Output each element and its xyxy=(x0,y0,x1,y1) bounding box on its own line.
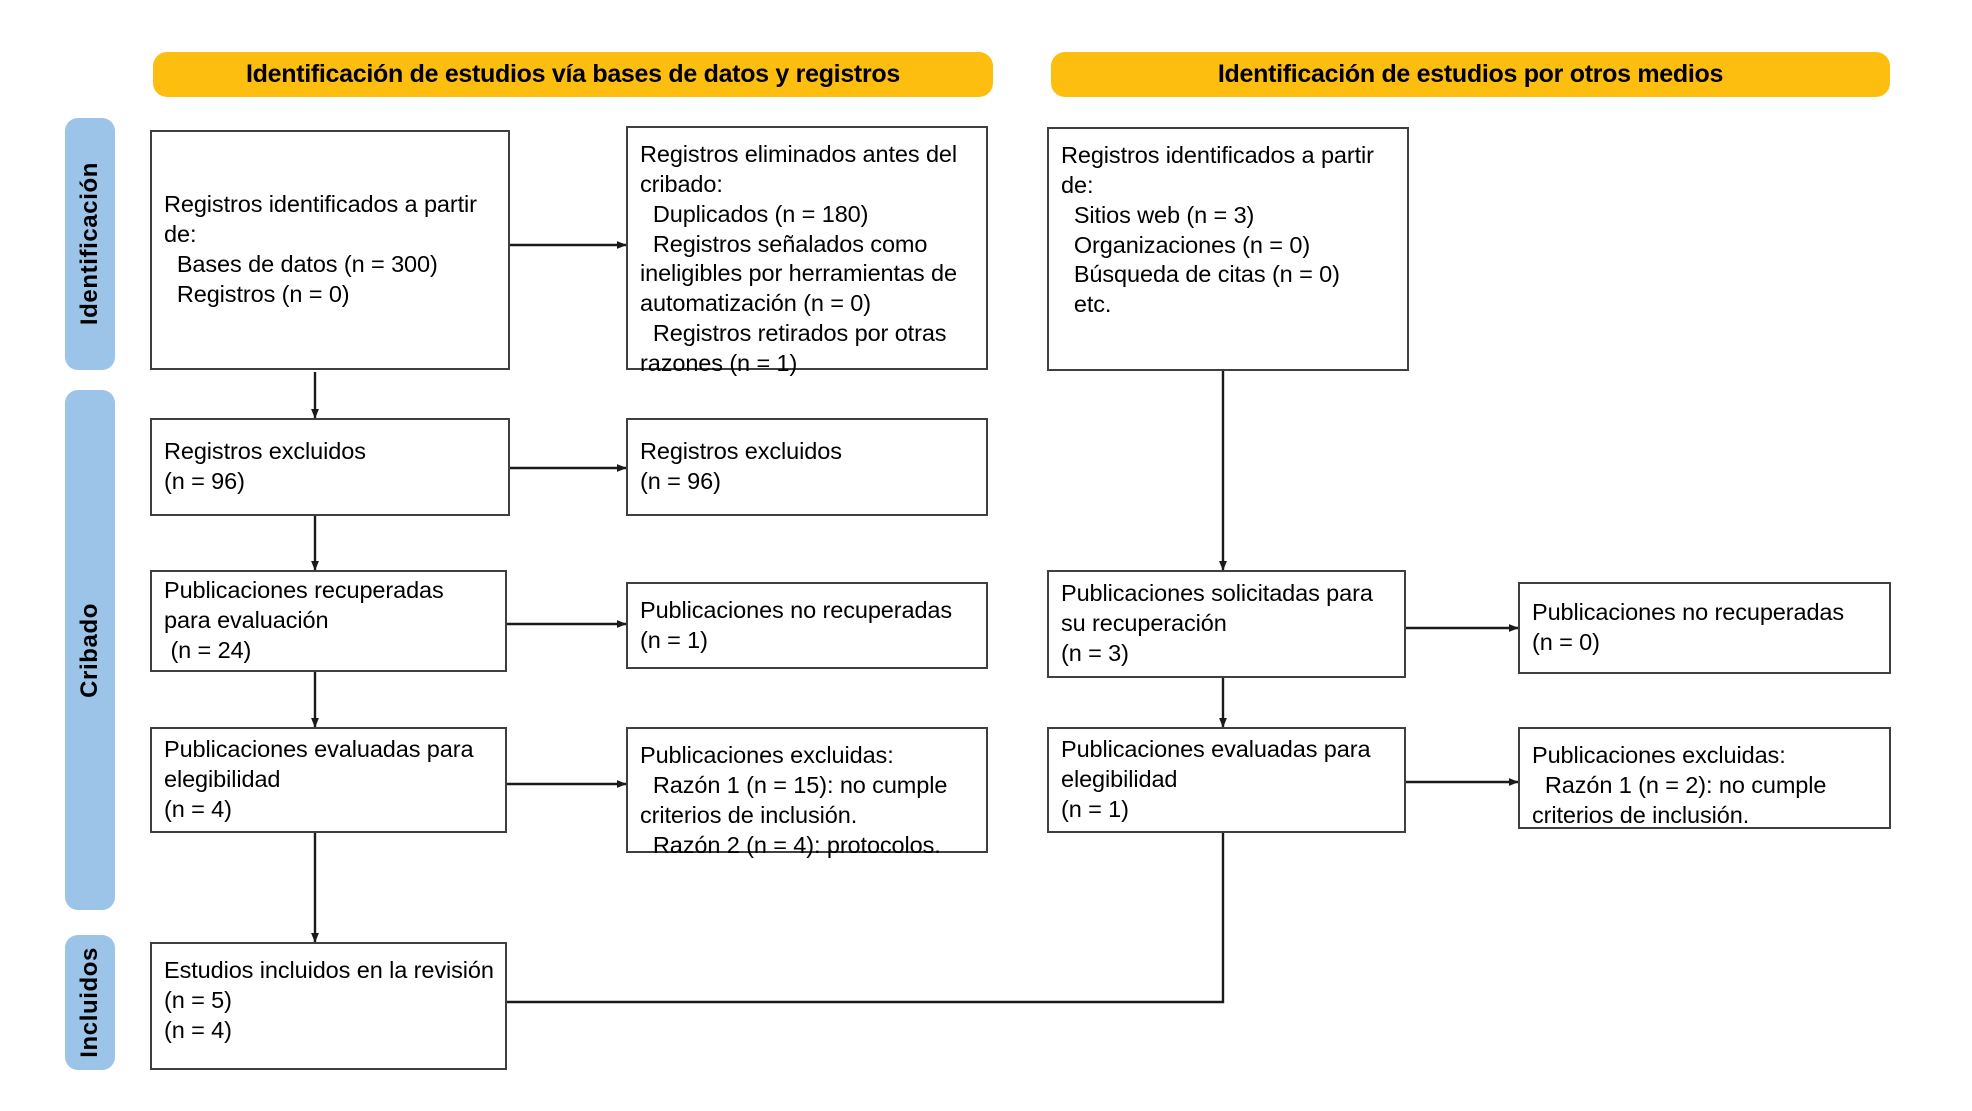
box-other-reports-not-retrieved-text: Publicaciones no recuperadas (n = 0) xyxy=(1532,599,1845,655)
box-reports-excluded-text: Publicaciones excluidas: Razón 1 (n = 15… xyxy=(640,742,948,858)
box-other-reports-excluded: Publicaciones excluidas: Razón 1 (n = 2)… xyxy=(1518,727,1891,829)
stage-bar-incluidos: Incluidos xyxy=(65,935,115,1070)
box-other-reports-excluded-text: Publicaciones excluidas: Razón 1 (n = 2)… xyxy=(1532,742,1827,828)
stage-bar-cribado-label: Cribado xyxy=(76,602,103,698)
box-reports-not-retrieved: Publicaciones no recuperadas (n = 1) xyxy=(626,582,988,669)
box-records-removed-text: Registros eliminados antes del cribado: … xyxy=(640,141,958,376)
box-records-screened-text: Registros excluidos (n = 96) xyxy=(164,438,366,494)
box-records-identified-text: Registros identificados a partir de: Bas… xyxy=(164,191,477,307)
stage-bar-identificacion: Identificación xyxy=(65,118,115,370)
box-other-reports-assessed-text: Publicaciones evaluadas para elegibilida… xyxy=(1061,736,1371,822)
box-other-reports-not-retrieved: Publicaciones no recuperadas (n = 0) xyxy=(1518,582,1891,674)
box-other-reports-sought: Publicaciones solicitadas para su recupe… xyxy=(1047,570,1406,678)
stage-bar-identificacion-label: Identificación xyxy=(76,162,103,326)
box-other-records-identified: Registros identificados a partir de: Sit… xyxy=(1047,127,1409,371)
box-studies-included: Estudios incluidos en la revisión (n = 5… xyxy=(150,942,507,1070)
box-reports-not-retrieved-text: Publicaciones no recuperadas (n = 1) xyxy=(640,596,953,653)
box-reports-sought: Publicaciones recuperadas para evaluació… xyxy=(150,570,507,672)
box-records-removed: Registros eliminados antes del cribado: … xyxy=(626,126,988,376)
box-other-records-identified-text: Registros identificados a partir de: Sit… xyxy=(1061,142,1374,318)
box-records-screened: Registros excluidos (n = 96) xyxy=(150,418,510,516)
box-reports-sought-text: Publicaciones recuperadas para evaluació… xyxy=(164,577,444,663)
stage-bar-cribado: Cribado xyxy=(65,390,115,910)
box-other-reports-sought-text: Publicaciones solicitadas para su recupe… xyxy=(1061,580,1373,666)
phase-header-databases: Identificación de estudios vía bases de … xyxy=(153,52,993,97)
box-records-excluded: Registros excluidos (n = 96) xyxy=(626,418,988,516)
phase-header-databases-label: Identificación de estudios vía bases de … xyxy=(246,60,900,88)
stage-bar-incluidos-label: Incluidos xyxy=(76,947,103,1058)
box-records-identified: Registros identificados a partir de: Bas… xyxy=(150,130,510,370)
phase-header-other-methods-label: Identificación de estudios por otros med… xyxy=(1217,60,1724,88)
box-reports-excluded: Publicaciones excluidas: Razón 1 (n = 15… xyxy=(626,727,988,858)
phase-header-other-methods: Identificación de estudios por otros med… xyxy=(1051,52,1890,97)
box-records-excluded-text: Registros excluidos (n = 96) xyxy=(640,438,842,494)
box-studies-included-text: Estudios incluidos en la revisión (n = 5… xyxy=(164,957,494,1043)
box-reports-assessed-text: Publicaciones evaluadas para elegibilida… xyxy=(164,736,474,822)
box-reports-assessed: Publicaciones evaluadas para elegibilida… xyxy=(150,727,507,833)
box-other-reports-assessed: Publicaciones evaluadas para elegibilida… xyxy=(1047,727,1406,833)
